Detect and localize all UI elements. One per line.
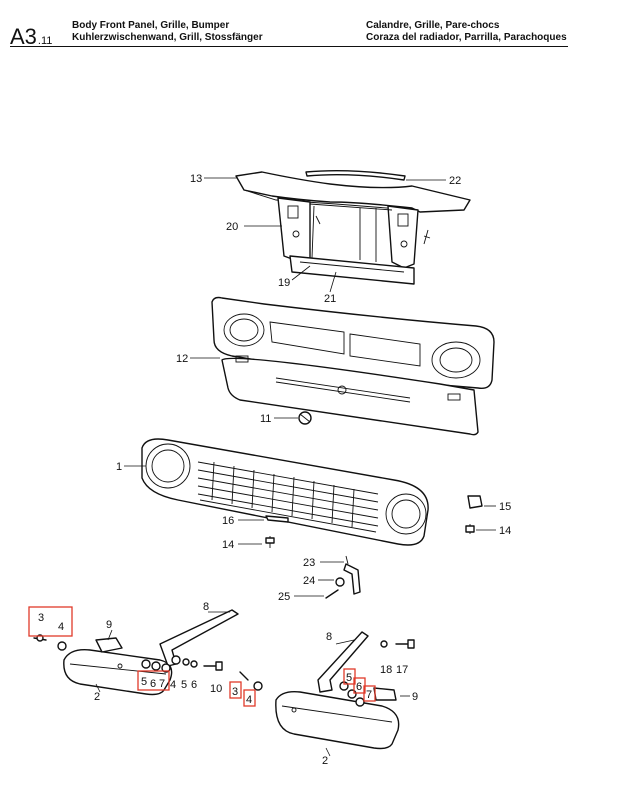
part-1-grille bbox=[141, 438, 429, 546]
label-8-right: 8 bbox=[326, 631, 332, 643]
label-22: 22 bbox=[449, 175, 461, 187]
label-23: 23 bbox=[303, 557, 315, 569]
label-9-left: 9 bbox=[106, 619, 112, 631]
label-1: 1 bbox=[116, 461, 122, 473]
highlight-box-5-6-7-left bbox=[137, 670, 170, 691]
page-code: A3.11 bbox=[10, 24, 53, 49]
label-2-left: 2 bbox=[94, 691, 100, 703]
label-2-right: 2 bbox=[322, 755, 328, 767]
label-4-left: 4 bbox=[58, 621, 64, 633]
label-20: 20 bbox=[226, 221, 238, 233]
label-14-right: 14 bbox=[499, 525, 511, 537]
part-13-front-body-panel bbox=[235, 171, 471, 285]
label-15: 15 bbox=[499, 501, 511, 513]
label-7-right-boxed: 7 bbox=[366, 689, 372, 701]
title-right: Calandre, Grille, Pare-chocs Coraza del … bbox=[366, 20, 567, 44]
label-19: 19 bbox=[278, 277, 290, 289]
highlight-box-7-right bbox=[363, 685, 376, 702]
label-5-left-boxed: 5 bbox=[141, 676, 147, 688]
part-8-left-support-arm bbox=[159, 609, 239, 667]
right-hardware-3-4-5-6-7 bbox=[239, 671, 365, 707]
title-fr-es-line2: Coraza del radiador, Parrilla, Parachoqu… bbox=[366, 32, 567, 43]
part-9-left-bumper-bracket bbox=[95, 637, 123, 653]
label-4-right-boxed: 4 bbox=[246, 694, 252, 706]
part-8-right-support-arm bbox=[317, 631, 369, 693]
label-13: 13 bbox=[190, 173, 202, 185]
part-22-seal-strip bbox=[305, 169, 406, 181]
label-16: 16 bbox=[222, 515, 234, 527]
label-4-left-second: 4 bbox=[170, 679, 176, 691]
label-24: 24 bbox=[303, 575, 315, 587]
label-25: 25 bbox=[278, 591, 290, 603]
part-number-labels: 13 22 20 19 21 12 11 1 15 14 16 14 23 24… bbox=[38, 173, 511, 767]
label-7-left-boxed: 7 bbox=[159, 678, 165, 690]
highlight-box-3-4-left bbox=[28, 606, 73, 637]
label-17: 17 bbox=[396, 664, 408, 676]
label-21: 21 bbox=[324, 293, 336, 305]
label-18: 18 bbox=[380, 664, 392, 676]
label-3-left: 3 bbox=[38, 612, 44, 624]
title-en-de-line2: Kuhlerzwischenwand, Grill, Stossfänger bbox=[72, 32, 263, 43]
title-left: Body Front Panel, Grille, Bumper Kuhlerz… bbox=[72, 20, 263, 44]
label-3-right-boxed: 3 bbox=[232, 686, 238, 698]
part-16-emblem-clip-and-14-screw bbox=[265, 515, 289, 548]
left-hardware-3-4 bbox=[33, 634, 67, 651]
left-hardware-5-6-7-4-5-6-10 bbox=[141, 655, 223, 673]
label-5-left-second: 5 bbox=[181, 679, 187, 691]
part-12-headlamp-panel bbox=[211, 296, 495, 436]
part-15-clip-and-14-screw bbox=[465, 495, 483, 534]
label-6-left-second: 6 bbox=[191, 679, 197, 691]
highlight-box-3-right bbox=[229, 681, 242, 699]
label-11: 11 bbox=[260, 413, 271, 425]
header-rule bbox=[10, 46, 568, 47]
highlight-box-5-right bbox=[343, 668, 356, 685]
label-14-left: 14 bbox=[222, 539, 234, 551]
label-6-right-boxed: 6 bbox=[356, 681, 362, 693]
part-9-right-bumper-bracket bbox=[373, 687, 397, 701]
label-6-left-boxed: 6 bbox=[150, 678, 156, 690]
highlight-box-4-right bbox=[243, 689, 256, 707]
title-fr-es-line1: Calandre, Grille, Pare-chocs bbox=[366, 20, 500, 31]
label-8-left: 8 bbox=[203, 601, 209, 613]
part-23-bracket-24-nut-25-screw bbox=[325, 555, 361, 599]
title-en-de-line1: Body Front Panel, Grille, Bumper bbox=[72, 20, 230, 31]
part-11-clip bbox=[298, 411, 312, 425]
part-2-right-bumper bbox=[275, 690, 400, 750]
highlight-boxes bbox=[28, 606, 376, 707]
label-10: 10 bbox=[210, 683, 222, 695]
label-12: 12 bbox=[176, 353, 188, 365]
label-9-right: 9 bbox=[412, 691, 418, 703]
right-hardware-17-18 bbox=[380, 639, 415, 649]
label-5-right-boxed: 5 bbox=[346, 672, 352, 684]
leader-lines bbox=[95, 177, 496, 757]
